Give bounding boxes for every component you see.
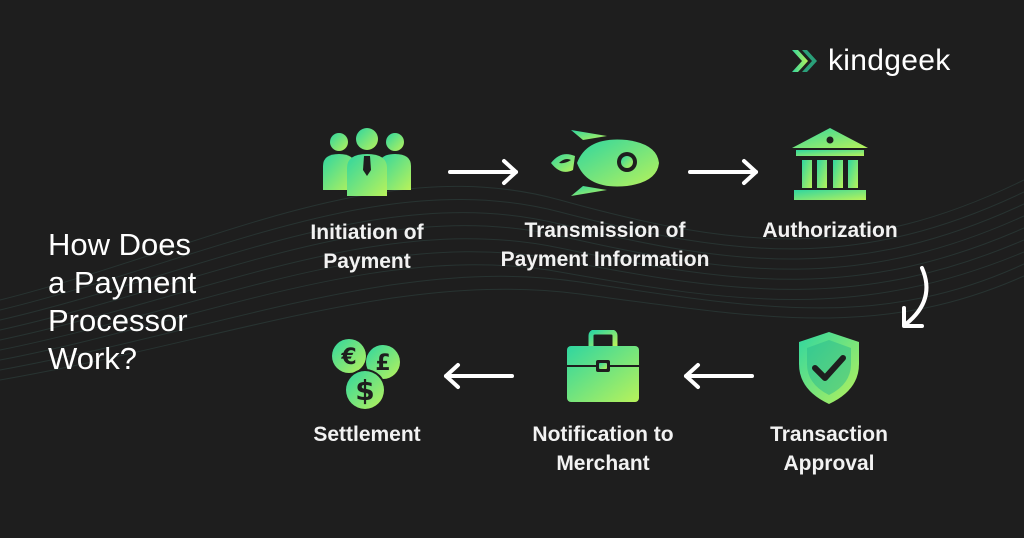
- step-transmission: Transmission of Payment Information: [480, 130, 730, 274]
- headline: How Does a Payment Processor Work?: [48, 226, 258, 378]
- arrow-right-icon: [448, 159, 518, 185]
- kindgeek-logo-icon: [792, 50, 817, 72]
- step-transaction-approval: Transaction Approval: [754, 330, 904, 478]
- brand-name: kindgeek: [828, 44, 951, 77]
- arrow-right-icon: [688, 159, 758, 185]
- arrow-left-icon: [444, 363, 514, 389]
- svg-text:€: €: [340, 345, 356, 370]
- briefcase-icon: [567, 330, 639, 402]
- step-label: Initiation of Payment: [310, 221, 424, 273]
- shield-check-icon: [799, 332, 859, 404]
- svg-text:£: £: [375, 351, 390, 376]
- arrow-curved-down-icon: [902, 266, 929, 328]
- people-icon: [323, 128, 411, 196]
- step-authorization: Authorization: [744, 126, 916, 245]
- step-notification: Notification to Merchant: [508, 330, 698, 478]
- bank-icon: [792, 128, 868, 200]
- rocket-icon: [551, 130, 659, 196]
- step-label: Authorization: [762, 219, 898, 242]
- step-initiation: Initiation of Payment: [296, 126, 438, 276]
- svg-text:$: $: [355, 374, 374, 407]
- step-label: Notification to Merchant: [532, 423, 674, 475]
- step-label: Transaction Approval: [770, 423, 888, 475]
- step-label: Transmission of Payment Information: [500, 219, 710, 271]
- step-settlement: € £ $ Settlement: [292, 336, 442, 449]
- step-label: Settlement: [313, 423, 421, 446]
- headline-text: How Does a Payment Processor Work?: [48, 227, 197, 376]
- arrow-left-icon: [684, 363, 754, 389]
- coins-icon: € £ $: [332, 339, 400, 411]
- brand-logo: kindgeek: [790, 44, 951, 78]
